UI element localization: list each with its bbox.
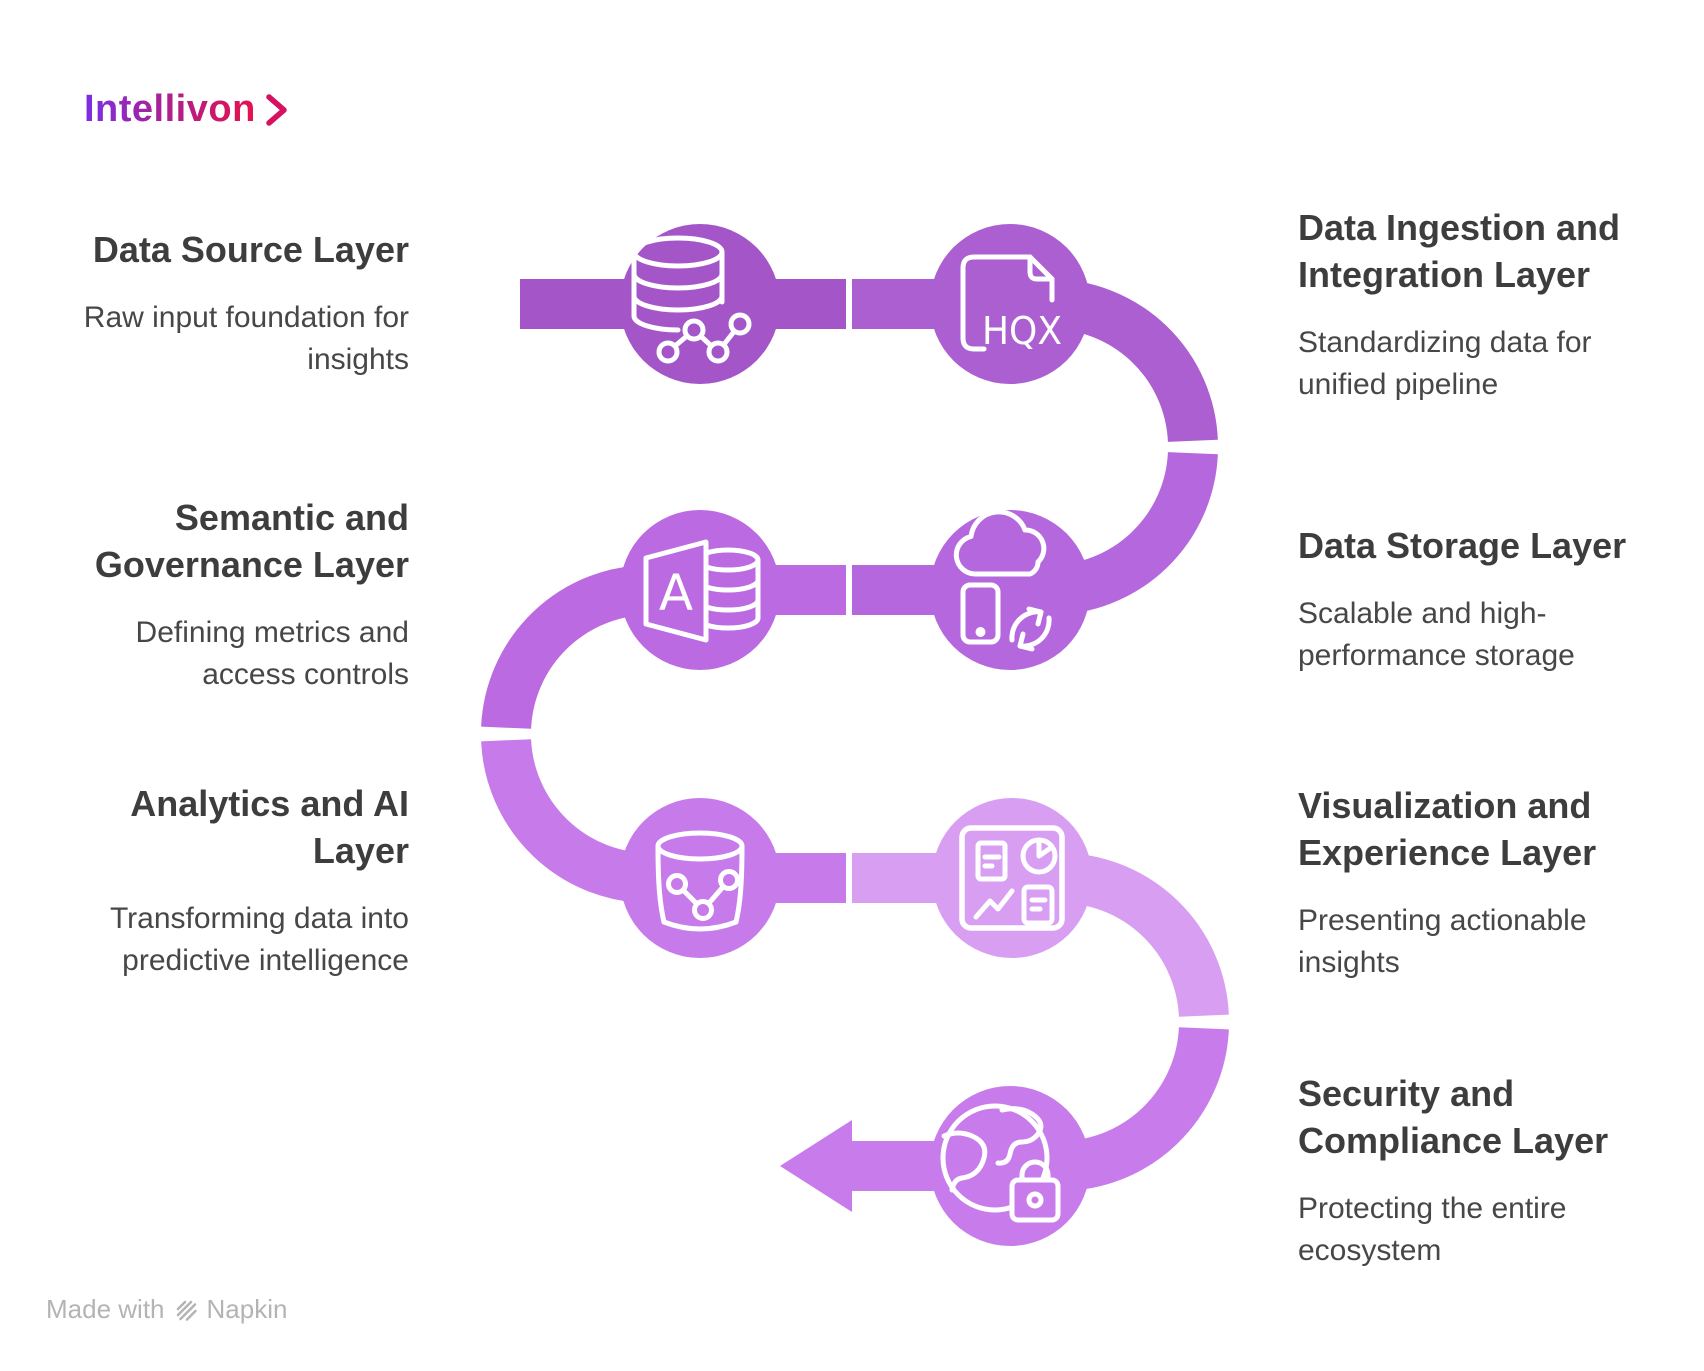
layer-title: Data Ingestion and Integration Layer (1298, 207, 1621, 295)
layer-title: Analytics and AI Layer (130, 783, 409, 871)
layer-label-data-ingestion: Data Ingestion and Integration Layer Sta… (1298, 204, 1658, 406)
napkin-logo-icon (176, 1300, 197, 1321)
layer-title: Visualization and Experience Layer (1298, 785, 1597, 873)
layer-subtitle: Transforming data into predictive intell… (109, 902, 409, 977)
brand-logo: Intellivon (84, 88, 290, 131)
globe-lock-icon (940, 1103, 1061, 1223)
layer-subtitle: Defining metrics and access controls (135, 616, 409, 691)
layer-title: Data Source Layer (92, 229, 409, 270)
layer-label-analytics-ai: Analytics and AI Layer Transforming data… (64, 780, 409, 982)
data-share-icon (655, 830, 745, 932)
layer-title: Semantic and Governance Layer (94, 497, 409, 585)
layer-subtitle: Protecting the entire ecosystem (1298, 1192, 1567, 1267)
node-visualization (932, 798, 1092, 958)
access-database-icon: A (643, 539, 761, 643)
layer-label-data-source: Data Source Layer Raw input foundation f… (64, 226, 409, 381)
layer-subtitle: Scalable and high-performance storage (1298, 597, 1575, 672)
layer-label-data-storage: Data Storage Layer Scalable and high-per… (1298, 522, 1658, 677)
node-analytics-ai (620, 798, 780, 958)
access-letter-badge: A (659, 564, 693, 622)
hqx-file-icon: HQX (960, 254, 1062, 353)
cloud-device-sync-icon (953, 509, 1052, 652)
layer-title: Security and Compliance Layer (1298, 1073, 1609, 1161)
ribbon (481, 279, 1229, 1191)
layer-subtitle: Presenting actionable insights (1298, 904, 1587, 979)
layer-subtitle: Raw input foundation for insights (83, 301, 409, 376)
credit-brand: Napkin (206, 1294, 288, 1324)
brand-logo-text: Intellivon (84, 88, 256, 130)
node-data-storage (930, 510, 1090, 670)
layer-label-semantic-governance: Semantic and Governance Layer Defining m… (64, 494, 409, 696)
flow-arrow-head (780, 1120, 852, 1212)
credit-prefix: Made with (46, 1294, 165, 1324)
layer-subtitle: Standardizing data for unified pipeline (1298, 326, 1592, 401)
file-format-badge: HQX (982, 309, 1062, 353)
database-analytics-icon (631, 235, 752, 364)
chevron-right-icon (266, 93, 287, 126)
layer-label-visualization: Visualization and Experience Layer Prese… (1298, 782, 1658, 984)
layer-label-security: Security and Compliance Layer Protecting… (1298, 1070, 1658, 1272)
dashboard-icon (959, 825, 1065, 931)
made-with-napkin-credit: Made with Napkin (46, 1294, 287, 1325)
node-data-ingestion (930, 224, 1090, 384)
layer-title: Data Storage Layer (1298, 525, 1627, 566)
